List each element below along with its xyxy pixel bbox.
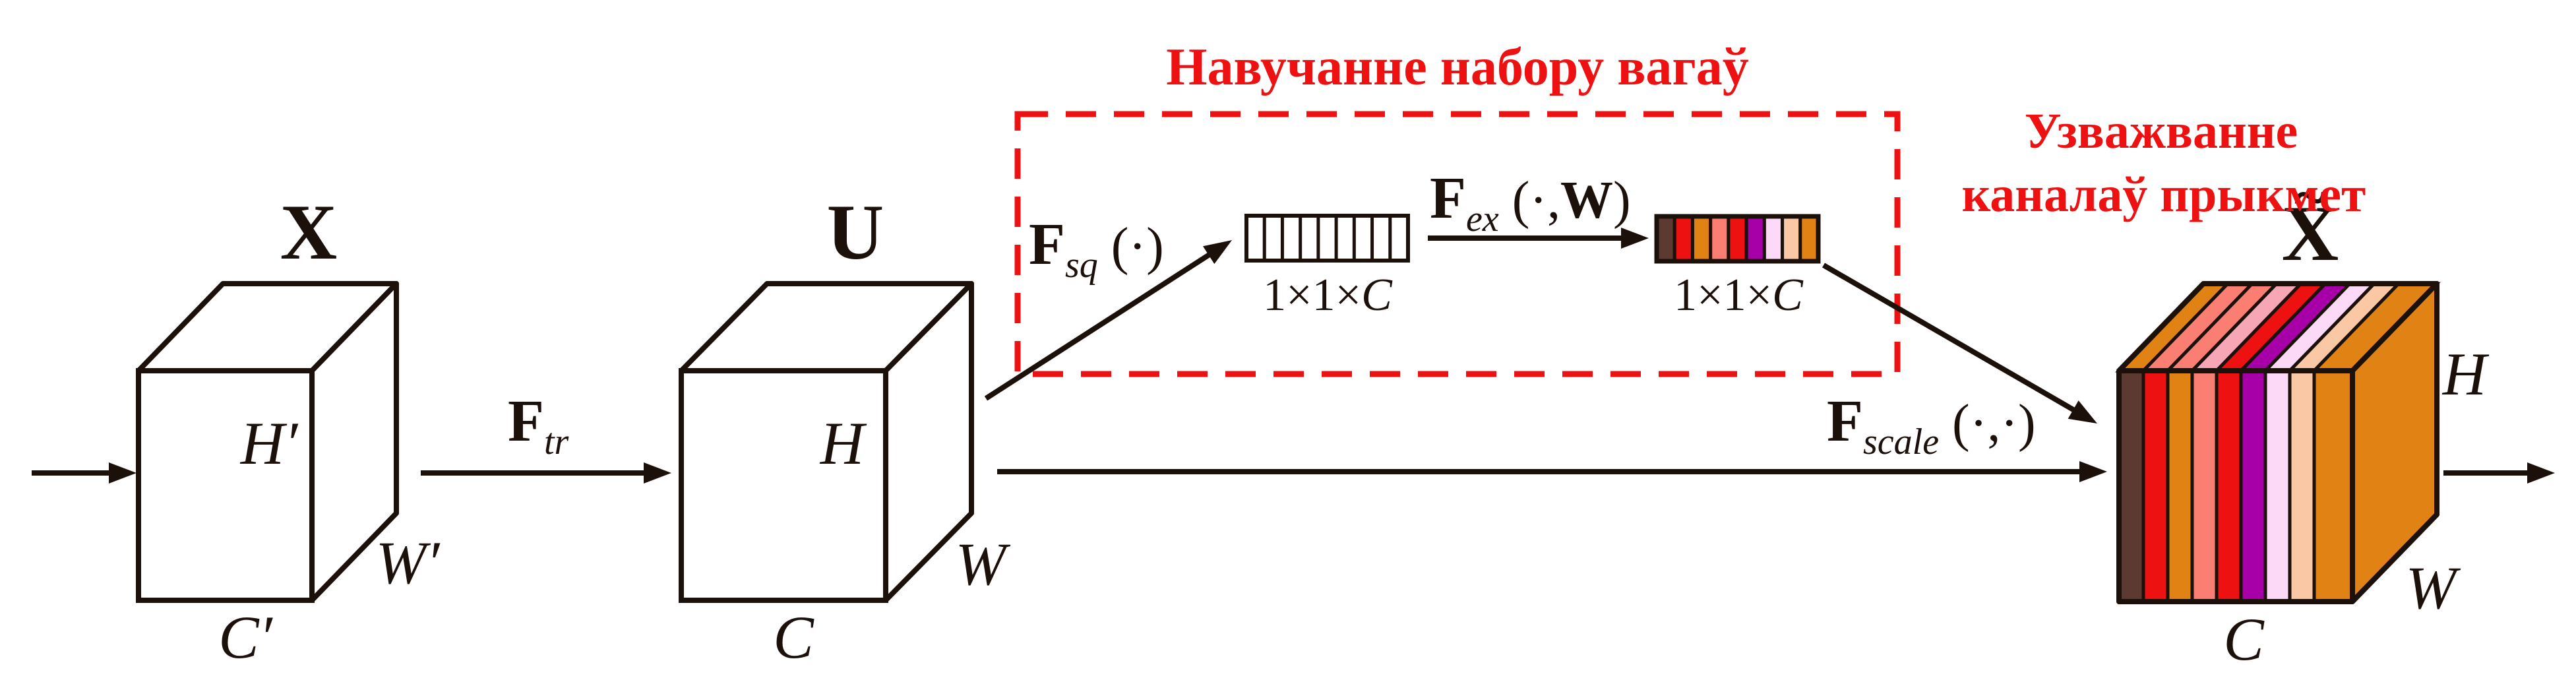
dim-w-out: W xyxy=(2406,554,2461,621)
tensor-xtilde-tilde: ~ xyxy=(2294,164,2326,231)
squeeze-vector-bar xyxy=(1244,214,1410,263)
weighted-cube-front-stripe xyxy=(2288,369,2316,604)
excitation-weight-segment xyxy=(1672,214,1694,263)
fsq-arrow xyxy=(984,240,1232,401)
excite-to-cube-arrow-head xyxy=(2068,400,2097,423)
excitation-weights-bar xyxy=(1654,214,1821,264)
dim-h-u: H xyxy=(820,410,867,477)
weighted-cube-front-stripe xyxy=(2239,369,2267,604)
excitation-weight-segment xyxy=(1762,214,1785,263)
title-weighting-line2: каналаў прыкмет xyxy=(1962,167,2366,222)
excitation-weight-segment xyxy=(1690,214,1713,263)
excitation-weight-segment xyxy=(1655,214,1676,263)
excite-to-cube-arrow xyxy=(1822,263,2097,423)
output-arrow xyxy=(2443,462,2555,484)
fscale-arrow-head xyxy=(2079,461,2107,482)
f-ex-label-part: ) xyxy=(1613,172,1631,230)
weighted-cube-front-stripe xyxy=(2263,369,2292,604)
squeeze-bar-outline xyxy=(1244,214,1410,263)
tensor-u-label: U xyxy=(827,188,884,276)
weighted-cube-front-stripe xyxy=(2215,369,2243,604)
f-ex-label-part: (·, xyxy=(1499,172,1560,230)
fscale-arrow xyxy=(997,461,2107,482)
title-weighting-line1: Узважванне xyxy=(2025,104,2298,159)
weighted-cube-front-stripe xyxy=(2312,369,2354,604)
excitation-weight-segment xyxy=(1798,214,1820,263)
excitation-bar-outline xyxy=(1654,214,1821,264)
excite-dim-label-part: C xyxy=(1772,270,1804,321)
f-scale-label: Fscale (·,·) xyxy=(1827,389,2036,462)
squeeze-dim-label-part: C xyxy=(1361,270,1393,321)
f-sq-label-part: sq xyxy=(1065,245,1098,286)
f-scale-label-part: F xyxy=(1827,389,1863,454)
transformed-tensor-cube-front-face xyxy=(679,368,888,603)
dim-h-prime: H′ xyxy=(240,410,299,477)
tensor-xtilde-label: X xyxy=(2282,189,2339,277)
output-arrow-head xyxy=(2527,462,2555,484)
squeeze-dim-label-part: 1×1× xyxy=(1263,270,1361,321)
f-sq-label-part: (·) xyxy=(1098,218,1164,276)
fex-arrow xyxy=(1428,228,1649,249)
title-learning: Навучанне набору вагаў xyxy=(1166,38,1749,96)
f-ex-label: Fex (·,W) xyxy=(1430,166,1631,239)
transformed-tensor-cube xyxy=(679,281,974,603)
learning-dashed-box xyxy=(1014,111,1901,377)
f-sq-label-part: F xyxy=(1029,212,1065,277)
excitation-weight-segment xyxy=(1744,214,1766,263)
f-ex-label-part: ex xyxy=(1466,199,1499,239)
weighted-cube-outline xyxy=(2116,281,2439,604)
dim-w-u: W xyxy=(956,530,1011,598)
f-tr-label-part: tr xyxy=(544,422,569,462)
dim-h-out: H xyxy=(2442,340,2490,408)
f-ex-label-part: F xyxy=(1430,166,1466,231)
dim-c-out: C xyxy=(2223,606,2265,673)
weighted-cube-front-stripe xyxy=(2166,369,2194,604)
weighted-cube-front-stripe xyxy=(2117,369,2145,604)
ftr-arrow-head xyxy=(644,462,671,484)
weighted-cube-front-stripe xyxy=(2141,369,2170,604)
input-arrow xyxy=(32,462,137,484)
excitation-weight-segment xyxy=(1709,214,1731,263)
excitation-weight-segment xyxy=(1781,214,1802,263)
dim-w-prime: W′ xyxy=(376,529,441,596)
input-tensor-cube xyxy=(136,281,399,603)
excitation-weight-segment xyxy=(1727,214,1748,263)
f-scale-label-part: (·,·) xyxy=(1939,394,2036,453)
fsq-arrow-shaft xyxy=(984,252,1211,401)
input-tensor-cube-front-face xyxy=(136,368,315,603)
squeeze-dim-label: 1×1×C xyxy=(1263,270,1393,321)
f-tr-label-part: F xyxy=(508,389,544,454)
excite-dim-label: 1×1×C xyxy=(1674,270,1804,321)
f-tr-label: Ftr xyxy=(508,389,569,462)
fex-arrow-head xyxy=(1621,228,1649,249)
f-scale-label-part: scale xyxy=(1863,422,1939,462)
f-ex-label-part: W xyxy=(1560,172,1613,230)
tensor-x-label: X xyxy=(280,188,338,276)
excite-dim-label-part: 1×1× xyxy=(1674,270,1772,321)
excite-to-cube-arrow-shaft xyxy=(1822,263,2076,413)
ftr-arrow xyxy=(421,462,671,484)
input-arrow-head xyxy=(109,462,137,484)
weighted-tensor-cube xyxy=(2115,281,2441,604)
dim-c-u: C xyxy=(773,604,814,671)
dim-c-prime: C′ xyxy=(218,604,273,671)
fsq-arrow-head xyxy=(1203,240,1232,265)
weighted-cube-front-stripe xyxy=(2190,369,2219,604)
f-sq-label: Fsq (·) xyxy=(1029,212,1164,286)
